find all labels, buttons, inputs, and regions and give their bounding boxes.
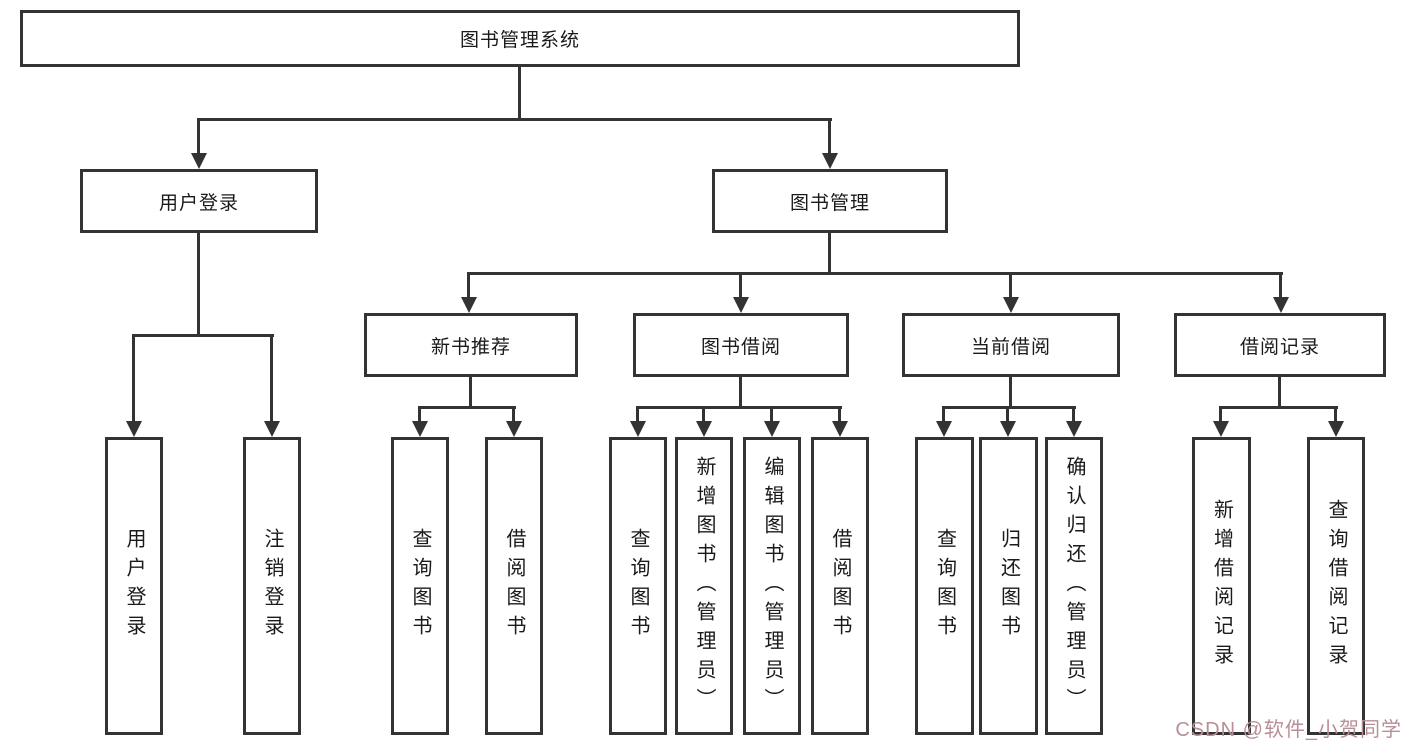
leaf-current-return-book: 归还图书 [979, 437, 1038, 735]
connector-line [838, 406, 841, 423]
connector-line [828, 233, 831, 274]
connector-line [197, 233, 200, 336]
connector-line [1009, 377, 1012, 408]
node-user-login: 用户登录 [80, 169, 318, 233]
arrow-down-icon [1066, 421, 1082, 437]
leaf-borrow-edit-book: 编辑图书（管理员） [743, 437, 801, 735]
node-book-borrow: 图书借阅 [633, 313, 849, 377]
leaf-logout: 注销登录 [243, 437, 301, 735]
arrow-down-icon [733, 297, 749, 313]
arrow-down-icon [630, 421, 646, 437]
connector-line [197, 118, 832, 121]
leaf-rec-query-book: 查询图书 [391, 437, 449, 735]
connector-line [1072, 406, 1075, 423]
arrow-down-icon [1003, 297, 1019, 313]
arrow-down-icon [1328, 421, 1344, 437]
connector-line [828, 118, 831, 155]
connector-line [942, 406, 1076, 409]
leaf-record-add: 新增借阅记录 [1192, 437, 1251, 735]
connector-line [469, 377, 472, 408]
connector-line [270, 334, 273, 423]
arrow-down-icon [461, 297, 477, 313]
connector-line [1219, 406, 1338, 409]
arrow-down-icon [832, 421, 848, 437]
watermark: CSDN @软件_小贺同学 [1175, 719, 1402, 741]
connector-line [418, 406, 421, 423]
connector-line [636, 406, 842, 409]
connector-line [1279, 272, 1282, 299]
leaf-user-login: 用户登录 [105, 437, 163, 735]
connector-line [770, 406, 773, 423]
connector-line [1278, 377, 1281, 408]
connector-line [132, 334, 274, 337]
connector-line [512, 406, 515, 423]
arrow-down-icon [1213, 421, 1229, 437]
connector-line [518, 67, 521, 120]
leaf-current-query-book: 查询图书 [915, 437, 974, 735]
connector-line [467, 272, 470, 299]
connector-line [702, 406, 705, 423]
leaf-borrow-query-book: 查询图书 [609, 437, 667, 735]
arrow-down-icon [1273, 297, 1289, 313]
node-borrow-record: 借阅记录 [1174, 313, 1386, 377]
leaf-rec-borrow-book: 借阅图书 [485, 437, 543, 735]
connector-line [1219, 406, 1222, 423]
arrow-down-icon [191, 153, 207, 169]
node-current-borrow: 当前借阅 [902, 313, 1120, 377]
node-new-book-rec: 新书推荐 [364, 313, 578, 377]
arrow-down-icon [264, 421, 280, 437]
arrow-down-icon [412, 421, 428, 437]
leaf-borrow-add-book: 新增图书（管理员） [675, 437, 733, 735]
connector-line [132, 334, 135, 423]
arrow-down-icon [1000, 421, 1016, 437]
connector-line [467, 272, 1283, 275]
connector-line [739, 272, 742, 299]
connector-line [1006, 406, 1009, 423]
arrow-down-icon [696, 421, 712, 437]
connector-line [739, 377, 742, 408]
connector-line [1009, 272, 1012, 299]
arrow-down-icon [764, 421, 780, 437]
leaf-borrow-borrow-book: 借阅图书 [811, 437, 869, 735]
node-root: 图书管理系统 [20, 10, 1020, 67]
connector-line [942, 406, 945, 423]
node-book-mgmt: 图书管理 [712, 169, 948, 233]
connector-line [636, 406, 639, 423]
leaf-record-query: 查询借阅记录 [1307, 437, 1365, 735]
arrow-down-icon [126, 421, 142, 437]
arrow-down-icon [936, 421, 952, 437]
connector-line [197, 118, 200, 155]
connector-line [418, 406, 516, 409]
leaf-current-confirm-return: 确认归还（管理员） [1045, 437, 1103, 735]
arrow-down-icon [506, 421, 522, 437]
connector-line [1334, 406, 1337, 423]
arrow-down-icon [822, 153, 838, 169]
